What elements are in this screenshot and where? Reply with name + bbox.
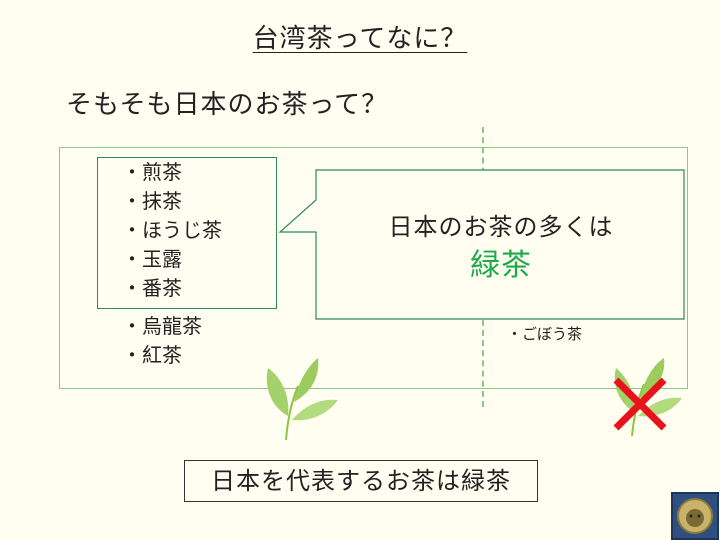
list-item: ・番茶 xyxy=(122,276,182,300)
list-item: ・抹茶 xyxy=(122,189,182,213)
tea-category-box xyxy=(59,147,688,389)
list-item: ・煎茶 xyxy=(122,160,182,184)
callout-line1: 日本のお茶の多くは xyxy=(388,213,614,241)
list-item: ・ほうじ茶 xyxy=(122,218,222,242)
non-tea-list: ・ごぼう茶 xyxy=(507,305,582,345)
slide-title: 台湾茶ってなに？ xyxy=(0,18,720,55)
slide-subtitle: そもそも日本のお茶って？ xyxy=(66,90,389,120)
logo-icon xyxy=(671,492,719,540)
red-cross-icon xyxy=(613,377,667,431)
callout-line2: 緑茶 xyxy=(470,248,532,283)
green-tea-list: ・煎茶 ・抹茶 ・ほうじ茶 ・玉露 ・番茶 xyxy=(122,158,222,303)
conclusion-box: 日本を代表するお茶は緑茶 xyxy=(184,460,538,502)
slide-title-text: 台湾茶ってなに？ xyxy=(252,24,468,54)
list-item: ・烏龍茶 xyxy=(122,314,202,338)
list-item: ・ごぼう茶 xyxy=(507,325,583,343)
green-tea-box xyxy=(97,157,277,309)
tea-leaf-icon xyxy=(266,358,338,441)
other-tea-list: ・烏龍茶 ・紅茶 xyxy=(122,312,202,370)
list-item: ・紅茶 xyxy=(122,343,182,367)
list-item: ・玉露 xyxy=(122,247,182,271)
